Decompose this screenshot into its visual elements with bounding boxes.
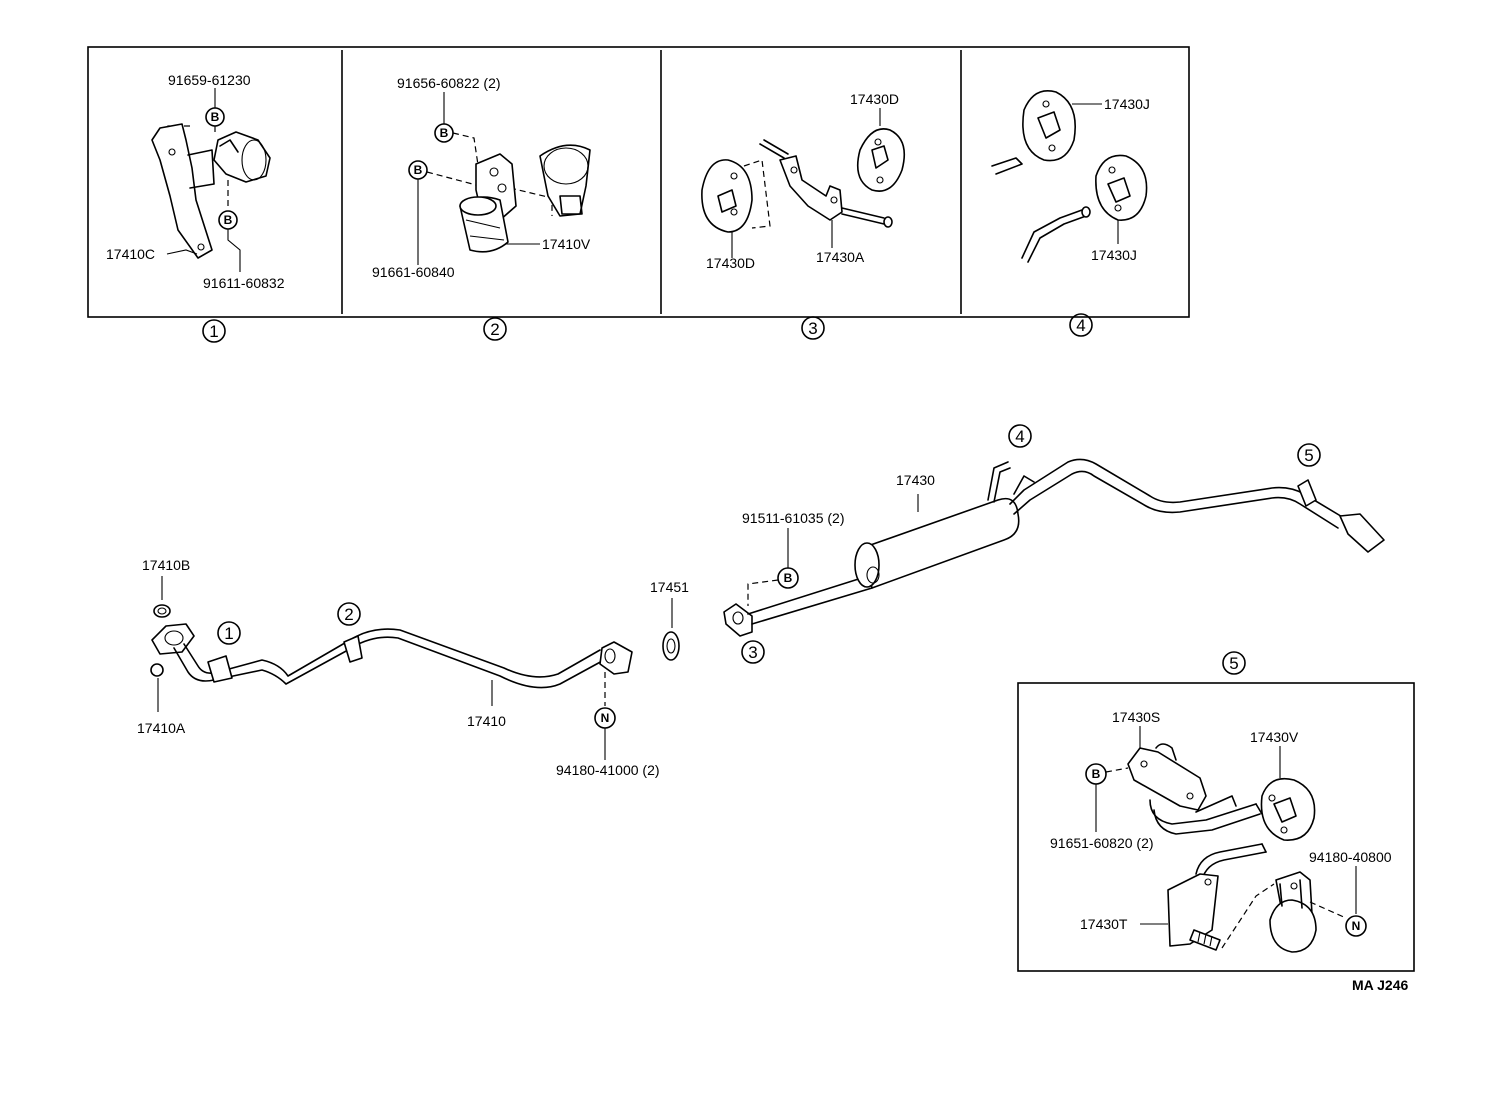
panel-5-frame xyxy=(1017,682,1415,972)
nut-icon xyxy=(150,663,164,677)
panel-5-part-e: 17430T xyxy=(1080,916,1128,932)
exhaust-bracket-icon xyxy=(151,123,213,259)
main-marker-2: 2 xyxy=(337,602,361,626)
middle-gasket: 17451 xyxy=(650,579,689,661)
tail-hanger-icon xyxy=(1297,479,1317,507)
gasket-a-part: 17410A xyxy=(137,720,186,736)
bolt-symbol-icon xyxy=(777,567,799,589)
panel-5-part-d: 94180-40800 xyxy=(1309,849,1392,865)
rubber-insulator-icon xyxy=(1095,154,1148,221)
svg-text:1: 1 xyxy=(224,624,233,643)
panel-3-part-a: 17430D xyxy=(850,91,899,107)
front-flange-icon xyxy=(151,623,195,655)
muffler-part: 17430 xyxy=(896,472,935,488)
hanger-bracket-icon xyxy=(1127,747,1207,811)
front-pipe-part: 17410 xyxy=(467,713,506,729)
panel-1-part-a: 91659-61230 xyxy=(168,72,251,88)
panel-1-part-c: 91611-60832 xyxy=(203,275,285,291)
gasket-mid-part: 17451 xyxy=(650,579,689,595)
panel-5-part-c: 91651-60820 (2) xyxy=(1050,835,1154,851)
top-panels-frame xyxy=(87,46,1190,318)
panel-5: 17430S B 91651-60820 (2) 17430V 17430 xyxy=(1017,682,1415,972)
exhaust-tip-icon xyxy=(1339,513,1385,553)
muffler-icon xyxy=(861,497,1020,589)
panel-3-part-b: 17430D xyxy=(706,255,755,271)
svg-text:4: 4 xyxy=(1076,316,1085,335)
panel-1-sym-a: B xyxy=(211,110,220,124)
diagram-code: MA J246 xyxy=(1352,977,1409,993)
panel-2-part-b: 91661-60840 xyxy=(372,264,455,280)
panel-2-sym-a: B xyxy=(440,126,449,140)
svg-text:5: 5 xyxy=(1304,446,1313,465)
gasket-icon xyxy=(662,631,680,661)
panel-4-part-b: 17430J xyxy=(1091,247,1137,263)
gasket-b-part: 17410B xyxy=(142,557,190,573)
nut-callout: N 94180-41000 (2) xyxy=(556,672,660,778)
svg-text:3: 3 xyxy=(808,319,817,338)
muffler-inlet-flange-icon xyxy=(723,603,753,637)
muffler-assembly: 17430 xyxy=(723,458,1385,637)
svg-text:2: 2 xyxy=(490,320,499,339)
panel-5-sym-b: N xyxy=(1352,919,1361,933)
rubber-insulator-icon xyxy=(1022,90,1076,162)
panel-4-part-a: 17430J xyxy=(1104,96,1150,112)
main-marker-1: 1 xyxy=(217,621,241,645)
rubber-insulator-icon xyxy=(1260,777,1316,841)
panel-3-part-c: 17430A xyxy=(816,249,865,265)
panel-2-part-a: 91656-60822 (2) xyxy=(397,75,501,91)
gasket-icon xyxy=(153,604,171,618)
panel-5-part-b: 17430V xyxy=(1250,729,1299,745)
svg-text:5: 5 xyxy=(1229,654,1238,673)
main-marker-4: 4 xyxy=(1008,424,1032,448)
panel-1: 91659-61230 B B 17410C 91611-60832 xyxy=(106,72,285,291)
pipe-clamp-icon xyxy=(539,144,591,217)
nut-part: 94180-41000 (2) xyxy=(556,762,660,778)
panel-3: 17430D 17430D 17430A xyxy=(701,91,906,271)
panel-1-marker: 1 xyxy=(202,319,226,343)
panel-2: 91656-60822 (2) B B 17410V 91661-60840 xyxy=(372,75,591,280)
panel-1-sym-b: B xyxy=(224,213,233,227)
pipe-clamp-icon xyxy=(343,635,363,663)
svg-text:N: N xyxy=(601,711,610,725)
hanger-plate-icon xyxy=(1167,873,1219,947)
panel-3-marker: 3 xyxy=(801,316,825,340)
front-exhaust-pipe: 17410 xyxy=(151,623,633,729)
panel-5-part-a: 17430S xyxy=(1112,709,1160,725)
bolt-callout: 91511-61035 (2) B xyxy=(742,510,844,606)
panel-4: 17430J 17430J xyxy=(991,90,1150,263)
panel-5-marker: 5 xyxy=(1222,651,1246,675)
main-marker-3: 3 xyxy=(741,640,765,664)
panel-5-sym-a: B xyxy=(1092,767,1101,781)
panel-2-part-c: 17410V xyxy=(542,236,591,252)
bolt-part: 91511-61035 (2) xyxy=(742,510,844,526)
top-detail-panels xyxy=(87,46,1190,318)
hanger-bracket-icon xyxy=(779,155,843,221)
panel-4-marker: 4 xyxy=(1069,313,1093,337)
svg-text:1: 1 xyxy=(209,322,218,341)
svg-text:2: 2 xyxy=(344,605,353,624)
rubber-insulator-icon xyxy=(856,128,906,192)
panel-2-sym-b: B xyxy=(414,163,423,177)
panel-2-marker: 2 xyxy=(483,317,507,341)
rubber-insulator-icon xyxy=(701,159,753,233)
svg-text:4: 4 xyxy=(1015,427,1024,446)
main-marker-5: 5 xyxy=(1297,443,1321,467)
panel-1-part-b: 17410C xyxy=(106,246,155,262)
svg-text:B: B xyxy=(784,571,793,585)
svg-text:3: 3 xyxy=(748,643,757,662)
front-gaskets: 17410B 17410A xyxy=(137,557,190,736)
nut-symbol-icon xyxy=(1345,915,1367,937)
